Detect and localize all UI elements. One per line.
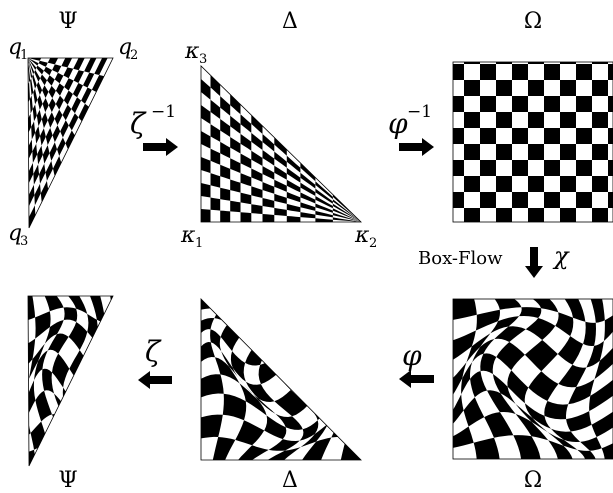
label-k1-base: κ	[180, 223, 196, 248]
label-zeta: ζ	[145, 335, 162, 368]
arrow-phi-inverse: φ −1	[388, 102, 434, 156]
delta-triangle-bottom	[200, 298, 362, 461]
arrow-right-icon	[399, 138, 434, 156]
label-q3-base: q	[8, 221, 22, 246]
label-q2: q 2	[118, 35, 138, 63]
label-k1: κ 1	[180, 223, 203, 251]
label-q3: q 3	[8, 221, 28, 249]
label-k3-base: κ	[184, 39, 200, 64]
arrow-right-icon	[143, 138, 178, 156]
arrow-left-icon	[138, 371, 172, 389]
psi-triangle-top	[27, 57, 114, 229]
label-k2-sub: 2	[369, 236, 377, 251]
label-zeta-inv: ζ	[130, 107, 147, 140]
label-phi: φ	[402, 339, 422, 372]
label-k2-base: κ	[354, 223, 370, 248]
label-phi-inv-sup: −1	[407, 102, 432, 122]
title-omega-bottom: Ω	[524, 468, 542, 493]
arrow-left-icon	[399, 370, 434, 388]
label-k3-sub: 3	[199, 52, 207, 67]
label-k3: κ 3	[184, 39, 207, 67]
arrow-phi: φ	[399, 339, 434, 388]
label-k1-sub: 1	[195, 236, 203, 251]
label-box-flow: Box-Flow	[418, 248, 503, 269]
omega-square-top	[452, 61, 613, 223]
psi-triangle-bottom	[27, 295, 114, 467]
label-k2: κ 2	[354, 223, 377, 251]
title-psi-top: Ψ	[58, 9, 77, 34]
arrow-zeta: ζ	[138, 335, 172, 389]
title-delta-top: Δ	[282, 9, 298, 34]
arrow-zeta-inverse: ζ −1	[130, 102, 178, 156]
delta-triangle-top	[200, 65, 362, 223]
label-q3-sub: 3	[20, 234, 28, 249]
arrow-box-flow: Box-Flow χ	[418, 242, 570, 278]
arrow-down-icon	[525, 247, 543, 278]
label-q2-sub: 2	[130, 48, 138, 63]
label-q1-base: q	[8, 35, 22, 60]
label-chi: χ	[552, 242, 570, 270]
label-q1: q 1	[8, 35, 28, 63]
title-delta-bottom: Δ	[282, 468, 298, 493]
title-psi-bottom: Ψ	[58, 468, 77, 493]
title-omega-top: Ω	[524, 9, 542, 34]
label-q1-sub: 1	[20, 48, 28, 63]
label-q2-base: q	[118, 35, 132, 60]
label-phi-inv: φ	[388, 107, 408, 140]
omega-square-bottom	[452, 298, 613, 460]
label-zeta-inv-sup: −1	[151, 102, 176, 122]
